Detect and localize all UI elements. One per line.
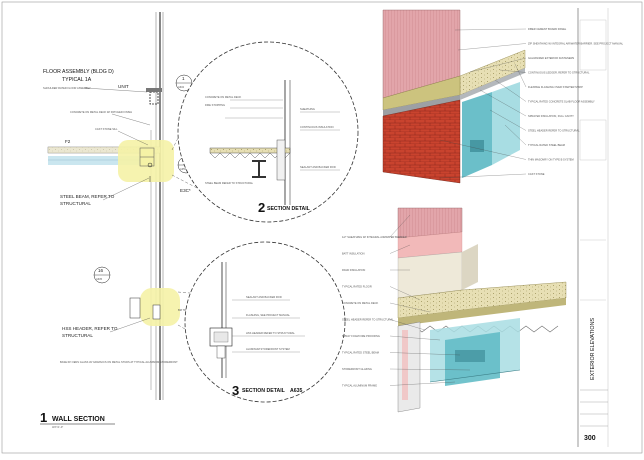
assembly-type: TYPICAL 1A: [62, 77, 92, 83]
iso-bottom-assembly: [397, 207, 567, 413]
detail2-note-e: SEALANT AND BACKER ROD: [300, 165, 336, 169]
isoTopLabels-label-7: STEEL HEADER REFER TO STRUCTURAL: [528, 129, 580, 133]
isoTopLabels-label-10: CAST STONE: [528, 172, 545, 176]
detail2-note-b: FIRE STOPPING: [205, 103, 225, 107]
iso-top-labels: FIBER CEMENT BOARD PANEL ZIP SHEATHING W/…: [439, 27, 624, 179]
detail2-note-d: CONTINUOUS INSULATION: [300, 125, 334, 129]
isoTopLabels-label-4: FLEXIBLE FLASHING OVER STARTER STRIP: [528, 85, 583, 89]
isoBottomLabels-label-0: 1/2" SHEATHING W/ INTEGRAL AIR/WATER BAR…: [342, 235, 407, 239]
sheet-title: WALL SECTION: [52, 416, 105, 423]
detail2-note-c: SHEATHING: [300, 107, 315, 111]
isoTopLabels-leader-10: [439, 173, 527, 179]
isoBottomLabels-label-1: BATT INSULATION: [342, 252, 365, 256]
isoBottomLabels-label-3: TYPICAL RATED FLOOR: [342, 285, 372, 289]
detail3-title: SECTION DETAIL: [242, 388, 286, 394]
isoTopLabels-leader-7: [489, 109, 527, 131]
isoBottomLabels-leader-6: [389, 335, 441, 341]
isoBottomLabels-label-5: STEEL HEADER REFER TO STRUCTURAL: [342, 318, 394, 322]
title-block: EXTERIOR ELEVATIONS 300: [577, 8, 609, 447]
detail2-number: 2: [258, 200, 265, 215]
steel-beam-label-1: STEEL BEAM, REFER TO: [60, 194, 115, 199]
isoBottomLabels-leader-8: [389, 368, 471, 371]
isoTopLabels-label-6: SPRAYED INSULATION, FULL CAVITY: [528, 114, 574, 118]
detail3-note-d: ALUMINUM STOREFRONT SYSTEM: [246, 347, 290, 351]
isoTopLabels-label-2: GALVANIZED EXTERIOR FASTENERS: [528, 56, 574, 60]
sheet-scale: 3/4"=1'-0": [52, 425, 63, 429]
eso-label: E3C*: [180, 188, 191, 193]
hss-label-2: STRUCTURAL: [62, 333, 93, 338]
isoBottomLabels-leader-0: [389, 214, 411, 238]
shoulder-label: SHOULDER RATED FLOOR ASSEMBLY: [43, 86, 91, 90]
isoTopLabels-label-8: TYPICAL RATED STEEL BEAM: [528, 143, 565, 147]
tag1-ref: A632: [178, 85, 185, 89]
detail-tag-1[interactable]: 1 A632: [175, 74, 193, 92]
detail-2-callout: CONCRETE ON METAL DECK FIRE STOPPING SHE…: [171, 41, 359, 223]
isoBottomLabels-leader-3: [389, 286, 421, 301]
isoTopLabels-leader-8: [504, 124, 527, 146]
isoTopLabels-leader-0: [454, 28, 527, 31]
sheet-number-box: 300: [584, 435, 596, 442]
isoBottomLabels-leader-5: [389, 319, 426, 331]
cast-stone-label: CAST STONE SILL: [95, 127, 118, 131]
iso-top-assembly: [382, 9, 526, 184]
assembly-title: FLOOR ASSEMBLY (BLDG D): [43, 69, 114, 75]
detail-tag-3[interactable]: 16 A635: [93, 266, 111, 284]
isoTopLabels-label-5: TYPICAL RATED CONCRETE SLAB FLOOR ASSEMB…: [528, 100, 595, 104]
isoBottomLabels-leader-7: [389, 352, 461, 356]
detail3-note-a: SEALANT AND BACKER ROD: [246, 295, 282, 299]
side-title: EXTERIOR ELEVATIONS: [590, 317, 596, 380]
isoTopLabels-leader-1: [457, 43, 527, 51]
tag2-ref: A355: [180, 167, 187, 171]
isoBottomLabels-label-7: TYPICAL RATED STEEL BEAM: [342, 351, 379, 355]
tag3-ref: A635: [96, 277, 103, 281]
iso-bottom-labels: 1/2" SHEATHING W/ INTEGRAL AIR/WATER BAR…: [342, 214, 471, 388]
isoBottomLabels-leader-4: [389, 302, 431, 313]
isoTopLabels-leader-3: [499, 69, 527, 73]
detail2-note-f: STEEL BEAM REFER TO STRUCTURAL: [205, 181, 254, 185]
wall-section: [47, 12, 180, 400]
isoTopLabels-leader-6: [479, 89, 527, 117]
detail3-number: 3: [232, 383, 239, 398]
sheet-title-number: 1: [40, 410, 47, 425]
detail2-title: SECTION DETAIL: [267, 206, 311, 212]
isoTopLabels-label-0: FIBER CEMENT BOARD PANEL: [528, 27, 567, 31]
tag3-num: 16: [98, 268, 104, 273]
isoBottomLabels-label-9: TYPICAL ALUMINUM FRAME: [342, 384, 377, 388]
isoTopLabels-leader-5: [494, 79, 527, 102]
trim-label: BM TRIM: [178, 308, 189, 312]
isoTopLabels-leader-4: [514, 63, 527, 88]
isoTopLabels-label-9: THIN MASONRY ON TYPE B SYSTEM: [528, 158, 574, 162]
concrete-label: CONCRETE ON METAL DECK W/ PATCHED FINISH: [70, 110, 132, 114]
isoBottomLabels-leader-9: [389, 381, 456, 386]
isoBottomLabels-label-4: CONCRETE ON METAL DECK: [342, 301, 378, 305]
isoBottomLabels-label-2: RIGID INSULATION: [342, 268, 365, 272]
detail3-note-b: FLASHING, SEE PROJECT MANUAL: [246, 313, 290, 317]
isoTopLabels-label-1: ZIP SHEATHING W/ INTEGRAL AIR/WATER BARR…: [528, 42, 624, 46]
isoTopLabels-label-3: CONTINUOUS LEDGER, REFER TO STRUCTURAL: [528, 71, 590, 75]
f2-label: F2: [65, 139, 71, 144]
tag1-num: 1: [182, 76, 185, 81]
detail3-ref: A635: [290, 388, 303, 394]
detail-3-callout: SEALANT AND BACKER ROD FLASHING, SEE PRO…: [177, 241, 346, 403]
isoTopLabels-leader-9: [439, 139, 527, 160]
storefront-label: BASE ID! OENS GLASS W/ GRAPHICS ON METAL…: [60, 360, 178, 364]
hss-label-1: HSS HEADER, REFER TO: [62, 326, 118, 331]
isoBottomLabels-label-8: STOREFRONT GLAZING: [342, 367, 372, 371]
detail3-note-c: HSS HEADER REFER TO STRUCTURAL: [246, 331, 295, 335]
unit-label: UNIT: [118, 84, 129, 89]
steel-beam-label-2: STRUCTURAL: [60, 201, 91, 206]
isoTopLabels-leader-2: [469, 57, 527, 73]
isoBottomLabels-leader-1: [389, 244, 411, 254]
isoBottomLabels-label-6: SPRAY FOAM FIRE PROOFING: [342, 334, 380, 338]
detail2-note-a: CONCRETE ON METAL DECK: [205, 95, 241, 99]
wall-section-labels: FLOOR ASSEMBLY (BLDG D) TYPICAL 1A SHOUL…: [40, 69, 191, 429]
